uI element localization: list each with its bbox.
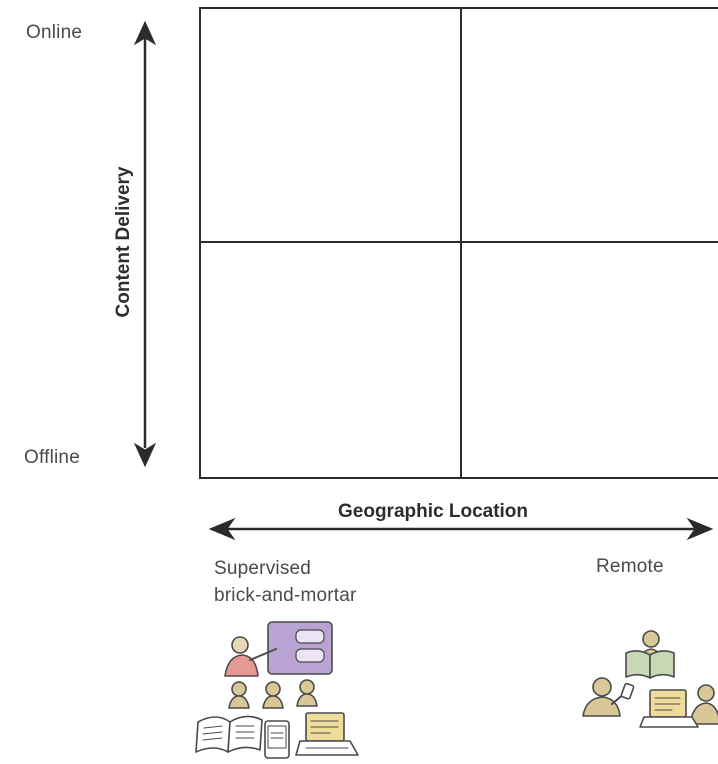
quadrant-grid	[199, 7, 718, 479]
x-axis-left-label: Supervised brick-and-mortar	[214, 555, 357, 609]
x-axis-arrow	[208, 517, 714, 541]
y-axis-bottom-label: Offline	[24, 447, 80, 468]
y-axis-arrow	[133, 20, 157, 468]
x-axis-right-label: Remote	[596, 556, 664, 577]
x-axis-title: Geographic Location	[338, 501, 529, 522]
y-axis-top-label: Online	[26, 22, 83, 43]
x-axis-left-label-line2: brick-and-mortar	[214, 585, 357, 606]
classroom-illustration-icon	[195, 621, 359, 759]
remote-learners-illustration-icon	[582, 630, 718, 728]
y-axis-title: Content Delivery	[113, 166, 134, 318]
x-axis-left-label-line1: Supervised	[214, 558, 312, 579]
